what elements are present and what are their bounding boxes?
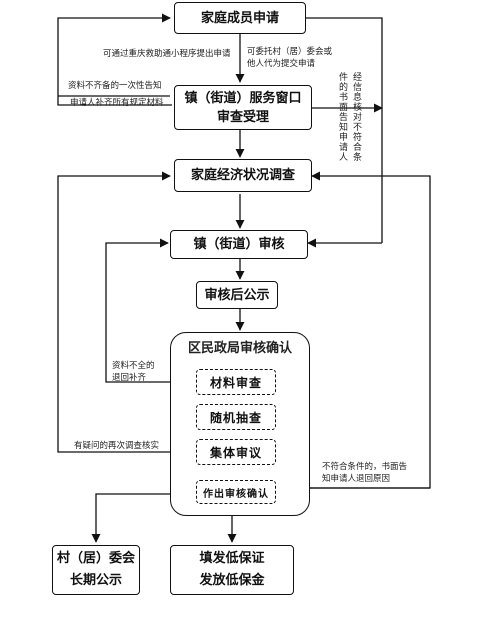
note-reject-info-col1: 经信息核对不符合条 (351, 72, 361, 162)
substep-spot-check: 随机抽查 (196, 404, 276, 430)
note-supplement: 申请人补齐所有规定材料 (70, 98, 164, 108)
note-not-eligible: 不符合条件的，书面告 知申请人退回原因 (322, 462, 408, 484)
line-doubt-recheck (57, 171, 196, 453)
line-reject-info (306, 17, 383, 243)
step-town-review: 镇（街道）审核 (170, 230, 308, 259)
substep-spot-check-label: 随机抽查 (209, 410, 262, 425)
note-doubt-recheck: 有疑问的再次调查核实 (74, 441, 160, 451)
step-survey: 家庭经济状况调查 (174, 159, 312, 192)
substep-decision-label: 作出审核确认 (203, 488, 269, 500)
step-issue-label: 填发低保证 发放低保金 (199, 551, 265, 588)
substep-collective-label: 集体审议 (209, 445, 262, 460)
step-apply: 家庭成员申请 (174, 2, 306, 34)
step-survey-label: 家庭经济状况调查 (190, 168, 295, 183)
step-publicity: 审核后公示 (196, 281, 278, 309)
substep-material-label: 材料审查 (209, 375, 262, 390)
note-incomplete-once: 资料不齐备的一次性告知 (68, 81, 162, 91)
note-reject-info: 经信息核对不符合条 (350, 72, 361, 192)
line-incomplete-return (105, 238, 196, 383)
note-mini-program: 可通过重庆救助通小程序提出申请 (103, 49, 231, 59)
arrow-to-village (91, 493, 206, 543)
step-window: 镇（街道）服务窗口 审查受理 (174, 85, 312, 130)
note-incomplete-return: 资料不全的 退回补齐 (112, 361, 155, 383)
note-reject-info-col2: 件的书面告知申请人 (337, 72, 347, 162)
step-publicity-label: 审核后公示 (204, 287, 270, 303)
step-village-label: 村（居）委会 长期公示 (56, 551, 135, 588)
note-entrust: 可委托村（居）委会或 他人代为提交申请 (247, 47, 333, 69)
step-issue: 填发低保证 发放低保金 (170, 545, 294, 595)
substep-collective: 集体审议 (196, 439, 276, 465)
step-apply-label: 家庭成员申请 (200, 10, 279, 26)
substep-decision: 作出审核确认 (196, 480, 276, 504)
step-window-label: 镇（街道）服务窗口 审查受理 (184, 90, 302, 125)
substep-material: 材料审查 (196, 369, 276, 395)
note-reject-info-2: 件的书面告知申请人 (336, 72, 347, 192)
district-title: 区民政局审核确认 (187, 341, 292, 356)
arrow-supplement-return (57, 13, 172, 106)
step-village: 村（居）委会 长期公示 (52, 545, 140, 595)
step-town-review-label: 镇（街道）审核 (193, 237, 285, 252)
